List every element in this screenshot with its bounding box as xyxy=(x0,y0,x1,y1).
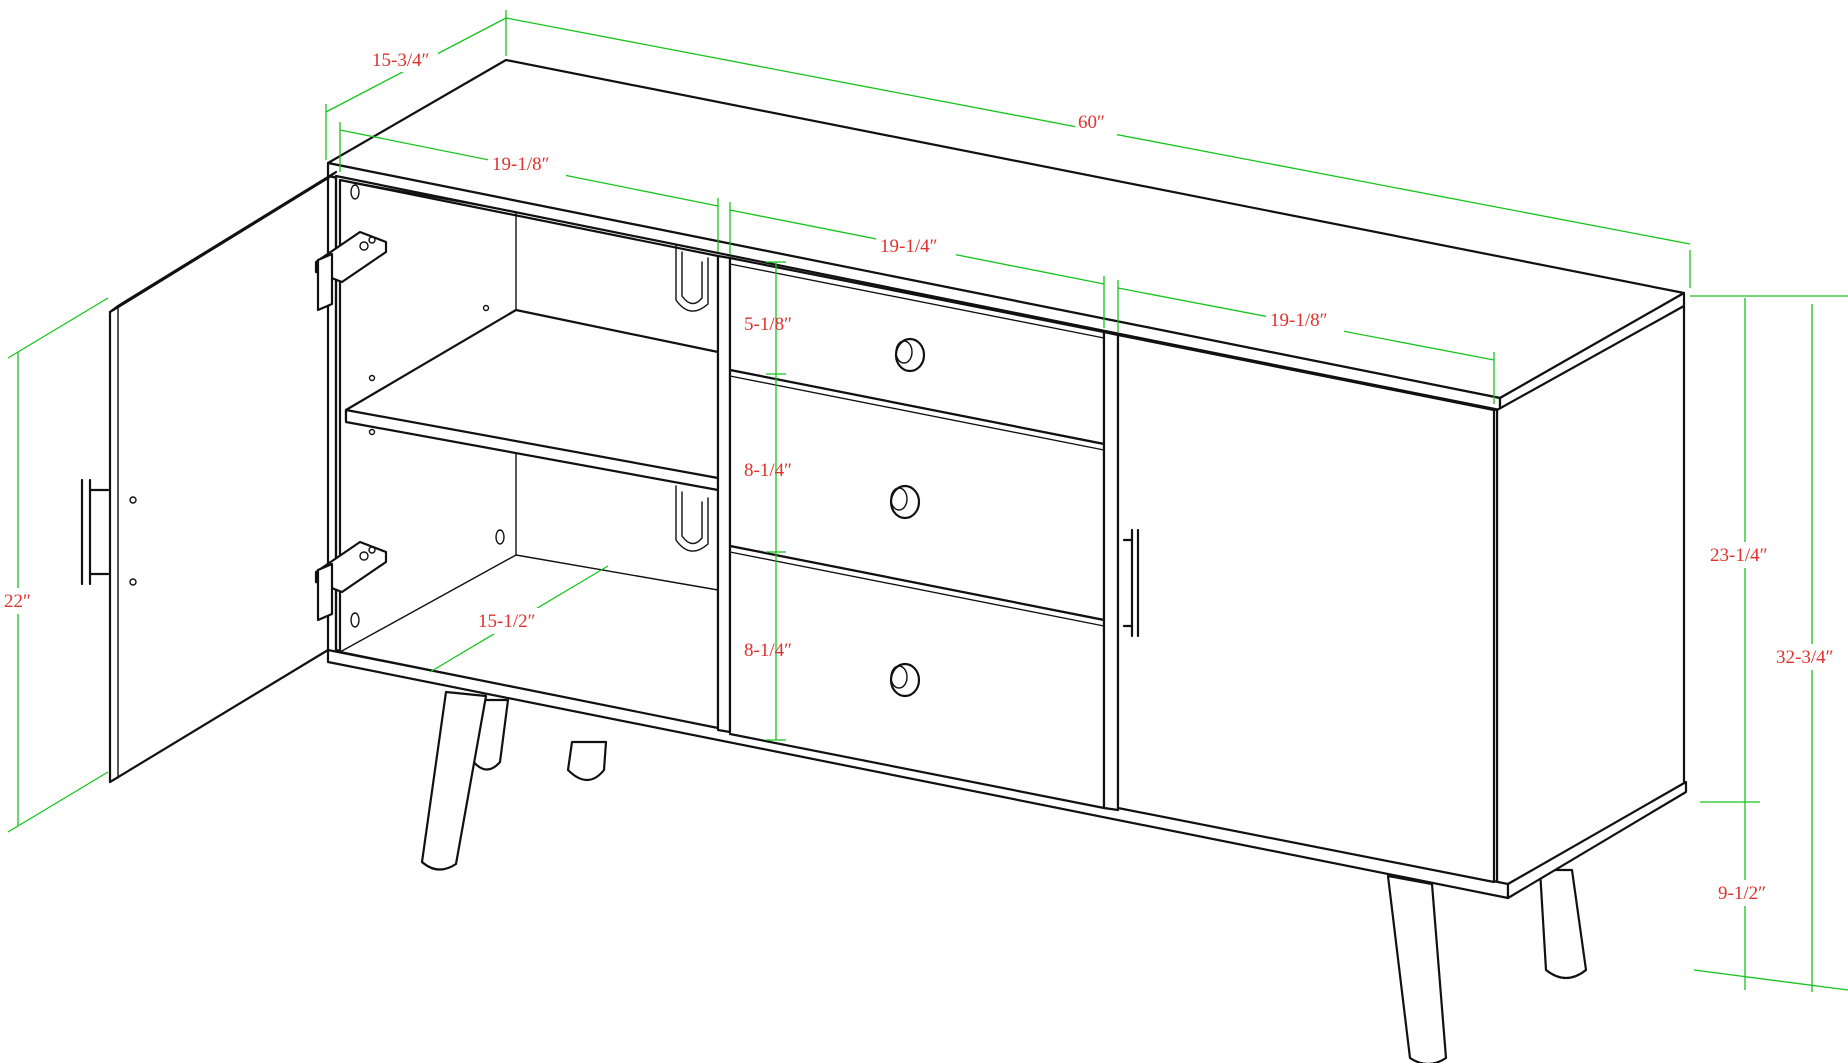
middle-drawer-height-label: 8-1/4″ xyxy=(744,460,792,481)
right-closed-door xyxy=(1116,333,1496,884)
door-height-label: 22″ xyxy=(4,591,31,612)
front-left-leg xyxy=(420,690,488,871)
upper-hinge-cup xyxy=(314,230,388,284)
right-door-panel xyxy=(1116,333,1496,884)
top-drawer-knob xyxy=(894,337,926,373)
left-cabinet-width-label: 19-1/8″ xyxy=(492,154,550,175)
lower-hinge-cup xyxy=(314,540,388,594)
door-screw-hole xyxy=(129,496,137,504)
overall-height-label: 32-3/4″ xyxy=(1776,647,1834,668)
top-drawer-height-label: 5-1/8″ xyxy=(744,314,792,335)
interior-floor-line xyxy=(515,554,719,591)
bottom-drawer-top-edge xyxy=(729,551,1105,627)
drawer-stack xyxy=(728,256,1106,810)
cable-cutout-lower xyxy=(675,485,709,552)
left-cabinet-interior xyxy=(334,174,720,730)
door-top-edge xyxy=(108,170,338,314)
shelf-pin-hole xyxy=(482,304,490,312)
dimension-labels: 60″ 15-3/4″ 19-1/8″ 19-1/4″ 19-1/8″ 5-1/… xyxy=(0,46,1848,906)
middle-drawer-knob xyxy=(889,484,921,520)
cabinet-body-height-label: 23-1/4″ xyxy=(1710,545,1768,566)
cable-cutout-lower-inner xyxy=(681,491,703,545)
door-panel xyxy=(108,176,330,784)
drawer-height-ticks xyxy=(766,261,786,741)
top-drawer-top-edge xyxy=(729,263,1105,339)
back-legs xyxy=(470,698,1588,980)
hinge-screw-hole xyxy=(495,529,505,545)
open-left-door xyxy=(80,170,338,784)
sideboard-drawing xyxy=(80,58,1688,1063)
shelf-pin-hole xyxy=(368,428,376,436)
base-rail-side xyxy=(1506,780,1688,900)
hinge-screw-hole xyxy=(350,184,360,200)
interior-depth-label: 15-1/2″ xyxy=(478,611,536,632)
front-legs xyxy=(420,690,1448,1063)
left-divider xyxy=(716,254,732,734)
hinges xyxy=(314,230,388,622)
overall-depth-label: 15-3/4″ xyxy=(372,50,430,71)
lower-hinge-plate xyxy=(316,562,334,622)
front-right-leg xyxy=(1386,874,1448,1063)
height-extension-lines xyxy=(1690,295,1848,991)
drawer-section-width-label: 19-1/4″ xyxy=(880,236,938,257)
bottom-drawer-knob xyxy=(889,662,921,698)
leg-height-label: 9-1/2″ xyxy=(1718,883,1766,904)
middle-drawer-top-edge xyxy=(729,375,1105,451)
door-screw-hole xyxy=(129,578,137,586)
right-cabinet-width-label: 19-1/8″ xyxy=(1270,310,1328,331)
door-handle-posts xyxy=(88,488,110,576)
bottom-drawer-height-label: 8-1/4″ xyxy=(744,640,792,661)
back-right-leg xyxy=(1538,868,1588,980)
hinge-screw-hole xyxy=(350,612,360,628)
door-height-line xyxy=(7,297,109,833)
back-center-leg xyxy=(566,740,608,782)
upper-hinge-plate xyxy=(316,252,334,312)
cable-cutout-upper-inner xyxy=(681,251,703,305)
right-door-handle-posts xyxy=(1122,538,1134,628)
overall-width-label: 60″ xyxy=(1078,112,1105,133)
cable-cutout-upper xyxy=(675,245,709,312)
right-divider xyxy=(1102,330,1120,812)
shelf-pin-hole xyxy=(368,374,376,382)
